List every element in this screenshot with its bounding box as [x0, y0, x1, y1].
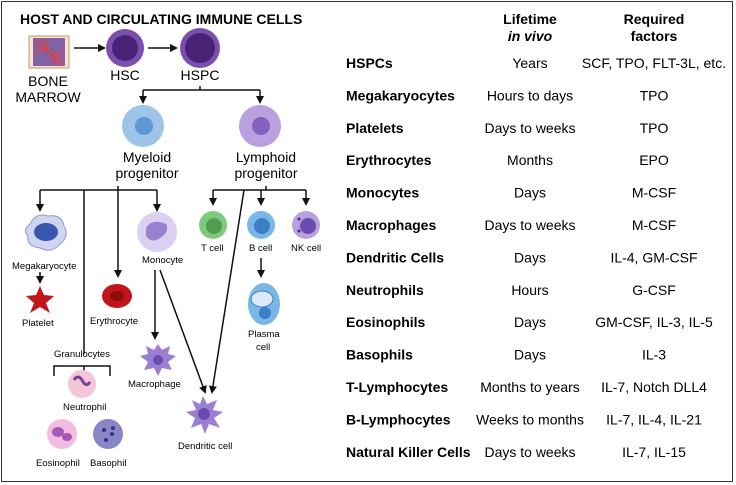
table-row-factors: IL-4, GM-CSF — [610, 249, 697, 265]
table-row-cell-name: Neutrophils — [346, 282, 424, 298]
table-row-factors: G-CSF — [632, 282, 676, 298]
table-row-cell-name: Macrophages — [346, 217, 436, 233]
table-row-factors: EPO — [639, 152, 669, 168]
nk-cell-label: NK cell — [291, 243, 321, 254]
table-row-cell-name: B-Lymphocytes — [346, 411, 451, 427]
table-row-lifetime: Months — [507, 152, 553, 168]
table-row-factors: TPO — [640, 120, 669, 136]
monocyte-label: Monocyte — [142, 255, 183, 266]
table-row-lifetime: Days to weeks — [484, 444, 575, 460]
table-row-lifetime: Days to weeks — [484, 217, 575, 233]
myeloid-label-2: progenitor — [115, 165, 178, 181]
neutrophil-label: Neutrophil — [63, 402, 106, 413]
header-lifetime-2: in vivo — [508, 28, 553, 44]
arrow-monocyte-to-dendritic — [159, 269, 207, 394]
table-row-factors: IL-7, Notch DLL4 — [601, 379, 707, 395]
header-factors-2: factors — [631, 28, 678, 44]
table-row-lifetime: Days to weeks — [484, 120, 575, 136]
table-row-factors: SCF, TPO, FLT-3L, etc. — [582, 55, 726, 71]
macrophage-icon — [140, 344, 176, 376]
bone-marrow-icon — [28, 35, 70, 69]
nk-cell-icon — [292, 211, 320, 239]
hspc-nucleus-icon — [185, 33, 215, 63]
table-row-lifetime: Hours — [511, 282, 548, 298]
hsc-label: HSC — [110, 67, 140, 83]
megakaryocyte-label: Megakaryocyte — [12, 261, 76, 272]
t-cell-label: T cell — [201, 243, 224, 254]
bone-marrow-label-2: MARROW — [15, 89, 81, 105]
b-cell-icon — [247, 211, 275, 239]
table-row-cell-name: Eosinophils — [346, 314, 426, 330]
table-row-cell-name: T-Lymphocytes — [346, 379, 448, 395]
table-row-factors: GM-CSF, IL-3, IL-5 — [595, 314, 713, 330]
monocyte-icon — [137, 212, 177, 252]
table-row-cell-name: Monocytes — [346, 185, 419, 201]
macrophage-label: Macrophage — [128, 379, 181, 390]
t-cell-icon — [199, 211, 227, 239]
platelet-icon — [26, 286, 54, 313]
table-row-factors: IL-7, IL-4, IL-21 — [606, 411, 702, 427]
table-row-cell-name: HSPCs — [346, 55, 393, 71]
platelet-label: Platelet — [22, 318, 54, 329]
lymphoid-label-1: Lymphoid — [236, 149, 296, 165]
bone-marrow-label-1: BONE — [28, 73, 68, 89]
granulocytes-label: Granulocytes — [54, 349, 110, 360]
basophil-label: Basophil — [90, 458, 126, 469]
granulocytes-bracket — [53, 365, 111, 376]
table-row-cell-name: Megakaryocytes — [346, 87, 455, 103]
table-row-cell-name: Basophils — [346, 347, 413, 363]
lymphoid-branch-line — [213, 186, 306, 191]
arrow-lymphoid-to-dendritic — [208, 189, 245, 394]
hsc-nucleus-icon — [112, 35, 138, 61]
myeloid-nucleus-icon — [135, 117, 153, 135]
table-row-factors: M-CSF — [632, 185, 676, 201]
header-lifetime-1: Lifetime — [503, 11, 557, 27]
table-row-cell-name: Dendritic Cells — [346, 249, 444, 265]
table-row-lifetime: Days — [514, 185, 546, 201]
eosinophil-label: Eosinophil — [36, 458, 80, 469]
immune-cell-table: HSPCs Years SCF, TPO, FLT-3L, etc. Megakary… — [346, 55, 726, 460]
table-row-lifetime: Weeks to months — [476, 411, 584, 427]
table-row-lifetime: Years — [512, 55, 547, 71]
neutrophil-icon — [68, 370, 96, 398]
table-row-factors: IL-3 — [642, 347, 666, 363]
table-row-cell-name: Erythrocytes — [346, 152, 432, 168]
hspc-branch-line — [143, 86, 260, 91]
myeloid-branch-line — [40, 186, 157, 191]
table-row-factors: M-CSF — [632, 217, 676, 233]
basophil-icon — [93, 419, 123, 449]
table-row-lifetime: Days — [514, 314, 546, 330]
megakaryocyte-icon — [24, 214, 67, 251]
table-row-cell-name: Platelets — [346, 120, 404, 136]
table-row-lifetime: Days — [514, 347, 546, 363]
b-cell-label: B cell — [249, 243, 272, 254]
dendritic-cell-icon — [186, 396, 223, 434]
myeloid-label-1: Myeloid — [123, 149, 171, 165]
dendritic-cell-label: Dendritic cell — [178, 441, 232, 452]
lymphoid-nucleus-icon — [252, 117, 270, 135]
plasma-cell-icon — [248, 283, 280, 325]
table-row-cell-name: Natural Killer Cells — [346, 444, 471, 460]
hspc-label: HSPC — [181, 67, 220, 83]
table-row-factors: IL-7, IL-15 — [622, 444, 686, 460]
erythrocyte-label: Erythrocyte — [90, 316, 138, 327]
table-row-lifetime: Months to years — [480, 379, 580, 395]
table-row-lifetime: Hours to days — [487, 87, 573, 103]
eosinophil-icon — [47, 419, 77, 449]
table-row-lifetime: Days — [514, 249, 546, 265]
table-row-factors: TPO — [640, 87, 669, 103]
lymphoid-label-2: progenitor — [234, 165, 297, 181]
plasma-cell-label-2: cell — [256, 342, 270, 353]
plasma-cell-label-1: Plasma — [248, 329, 280, 340]
figure-title: HOST AND CIRCULATING IMMUNE CELLS — [20, 11, 302, 27]
header-factors-1: Required — [624, 11, 685, 27]
